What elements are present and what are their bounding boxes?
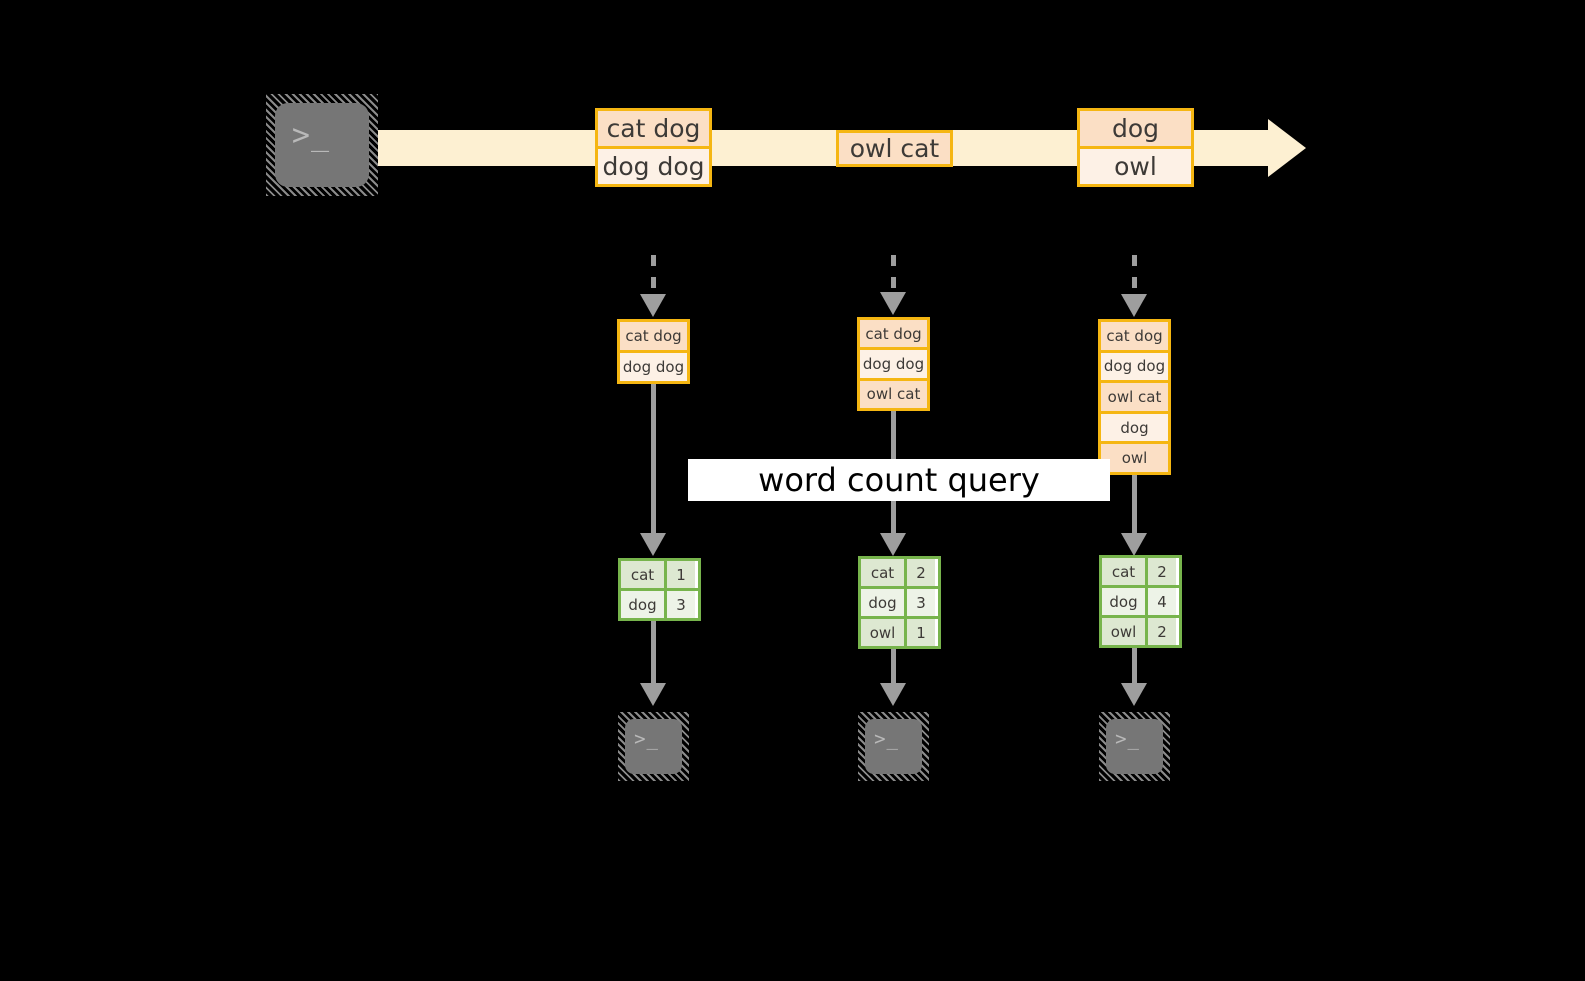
query-label: word count query [758,461,1040,499]
snapshot-line: cat dog [860,320,927,351]
table-row: dog 3 [861,589,938,619]
stream-batch-2[interactable]: owl cat [836,130,953,167]
result-to-sink-line-1 [651,621,656,686]
table-row: cat 2 [861,559,938,589]
result-to-sink-line-3 [1132,648,1137,686]
stream-to-snapshot-line-3 [1132,255,1137,302]
result-word: dog [621,591,667,618]
prompt-glyph: >_ [291,118,331,154]
terminal-screen: >_ [625,719,682,774]
snapshot-line: dog dog [1101,352,1168,384]
snapshot-to-result-arrowhead-2 [880,533,906,556]
sink-terminal-icon-2[interactable]: >_ [858,712,929,781]
table-row: cat 2 [1102,558,1179,588]
result-to-sink-arrowhead-3 [1121,683,1147,706]
table-row: owl 1 [861,619,938,646]
result-to-sink-arrowhead-1 [640,683,666,706]
result-word: cat [621,561,667,588]
snapshot-line: owl cat [1101,383,1168,414]
stream-batch-line: dog dog [598,149,709,184]
stream-arrowhead [1268,119,1306,177]
sink-terminal-icon-1[interactable]: >_ [618,712,689,781]
table-row: owl 2 [1102,618,1179,645]
stream-to-snapshot-line-2 [891,255,896,300]
stream-batch-1[interactable]: cat dog dog dog [595,108,712,187]
snapshot-line: dog dog [620,353,687,381]
stream-to-snapshot-arrowhead-3 [1121,294,1147,317]
stream-to-snapshot-line-1 [651,255,656,302]
snapshot-to-result-line-3 [1132,475,1137,536]
stream-batch-line: cat dog [598,111,709,149]
result-table-1[interactable]: cat 1 dog 3 [618,558,701,621]
result-count: 1 [907,619,935,646]
result-word: cat [861,559,907,586]
snapshot-line: cat dog [620,322,687,353]
snapshot-3[interactable]: cat dog dog dog owl cat dog owl [1098,319,1171,475]
snapshot-to-result-arrowhead-1 [640,533,666,556]
snapshot-2[interactable]: cat dog dog dog owl cat [857,317,930,411]
result-to-sink-line-2 [891,649,896,686]
result-word: owl [1102,618,1148,645]
result-count: 1 [667,561,695,588]
terminal-screen: >_ [1106,719,1163,774]
snapshot-line: dog [1101,413,1168,445]
stream-batch-line: owl cat [839,133,950,164]
result-word: dog [1102,588,1148,615]
stream-to-snapshot-arrowhead-2 [880,292,906,315]
table-row: dog 4 [1102,588,1179,618]
result-count: 4 [1148,588,1176,615]
prompt-glyph: >_ [1115,728,1140,750]
result-count: 2 [1148,558,1176,585]
stream-to-snapshot-arrowhead-1 [640,294,666,317]
stream-batch-3[interactable]: dog owl [1077,108,1194,187]
result-to-sink-arrowhead-2 [880,683,906,706]
result-count: 2 [1148,618,1176,645]
snapshot-1[interactable]: cat dog dog dog [617,319,690,384]
prompt-glyph: >_ [634,728,659,750]
snapshot-to-result-line-1 [651,384,656,536]
snapshot-line: owl [1101,444,1168,472]
source-terminal-icon[interactable]: >_ [266,94,378,196]
result-count: 3 [907,589,935,616]
result-table-2[interactable]: cat 2 dog 3 owl 1 [858,556,941,649]
table-row: cat 1 [621,561,698,591]
terminal-screen: >_ [865,719,922,774]
terminal-screen: >_ [275,103,369,187]
query-banner: word count query [688,459,1110,501]
result-word: owl [861,619,907,646]
result-count: 2 [907,559,935,586]
table-row: dog 3 [621,591,698,618]
result-count: 3 [667,591,695,618]
sink-terminal-icon-3[interactable]: >_ [1099,712,1170,781]
result-table-3[interactable]: cat 2 dog 4 owl 2 [1099,555,1182,648]
snapshot-line: cat dog [1101,322,1168,353]
snapshot-to-result-arrowhead-3 [1121,533,1147,556]
snapshot-line: owl cat [860,380,927,408]
prompt-glyph: >_ [874,728,899,750]
snapshot-line: dog dog [860,350,927,381]
stream-batch-line: owl [1080,149,1191,184]
result-word: cat [1102,558,1148,585]
stream-batch-line: dog [1080,111,1191,149]
result-word: dog [861,589,907,616]
